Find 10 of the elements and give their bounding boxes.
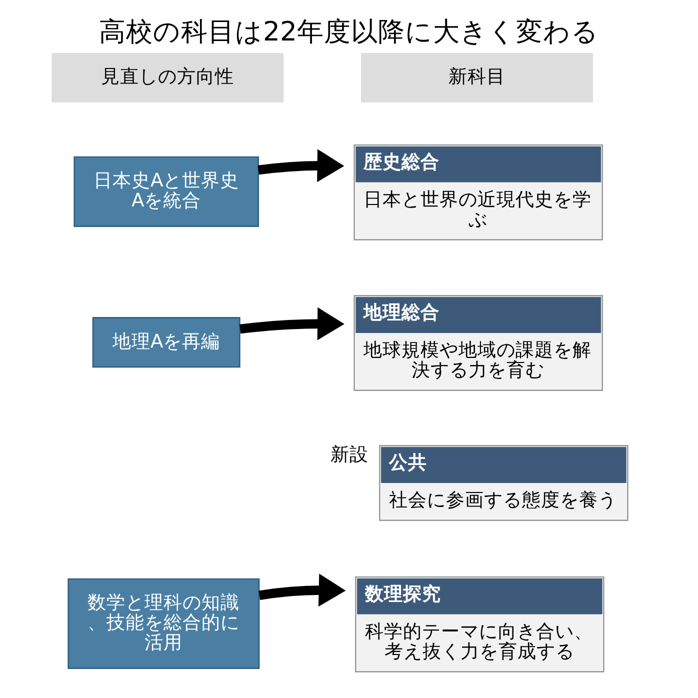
- arrow: [258, 149, 344, 182]
- node-box: 地理Aを再編: [92, 317, 240, 368]
- diagram-title: 高校の科目は22年度以降に大きく変わる: [99, 16, 599, 48]
- node-box: 新科目: [361, 53, 593, 102]
- arrow: [258, 574, 346, 607]
- node-label: 新設: [330, 444, 368, 466]
- node-box: 見直しの方向性: [52, 53, 284, 102]
- node-box: 数学と理科の知識、技能を総合的に活用: [68, 578, 260, 669]
- arrow: [240, 307, 344, 340]
- node-box: 日本史Aと世界史Aを統合: [74, 156, 259, 227]
